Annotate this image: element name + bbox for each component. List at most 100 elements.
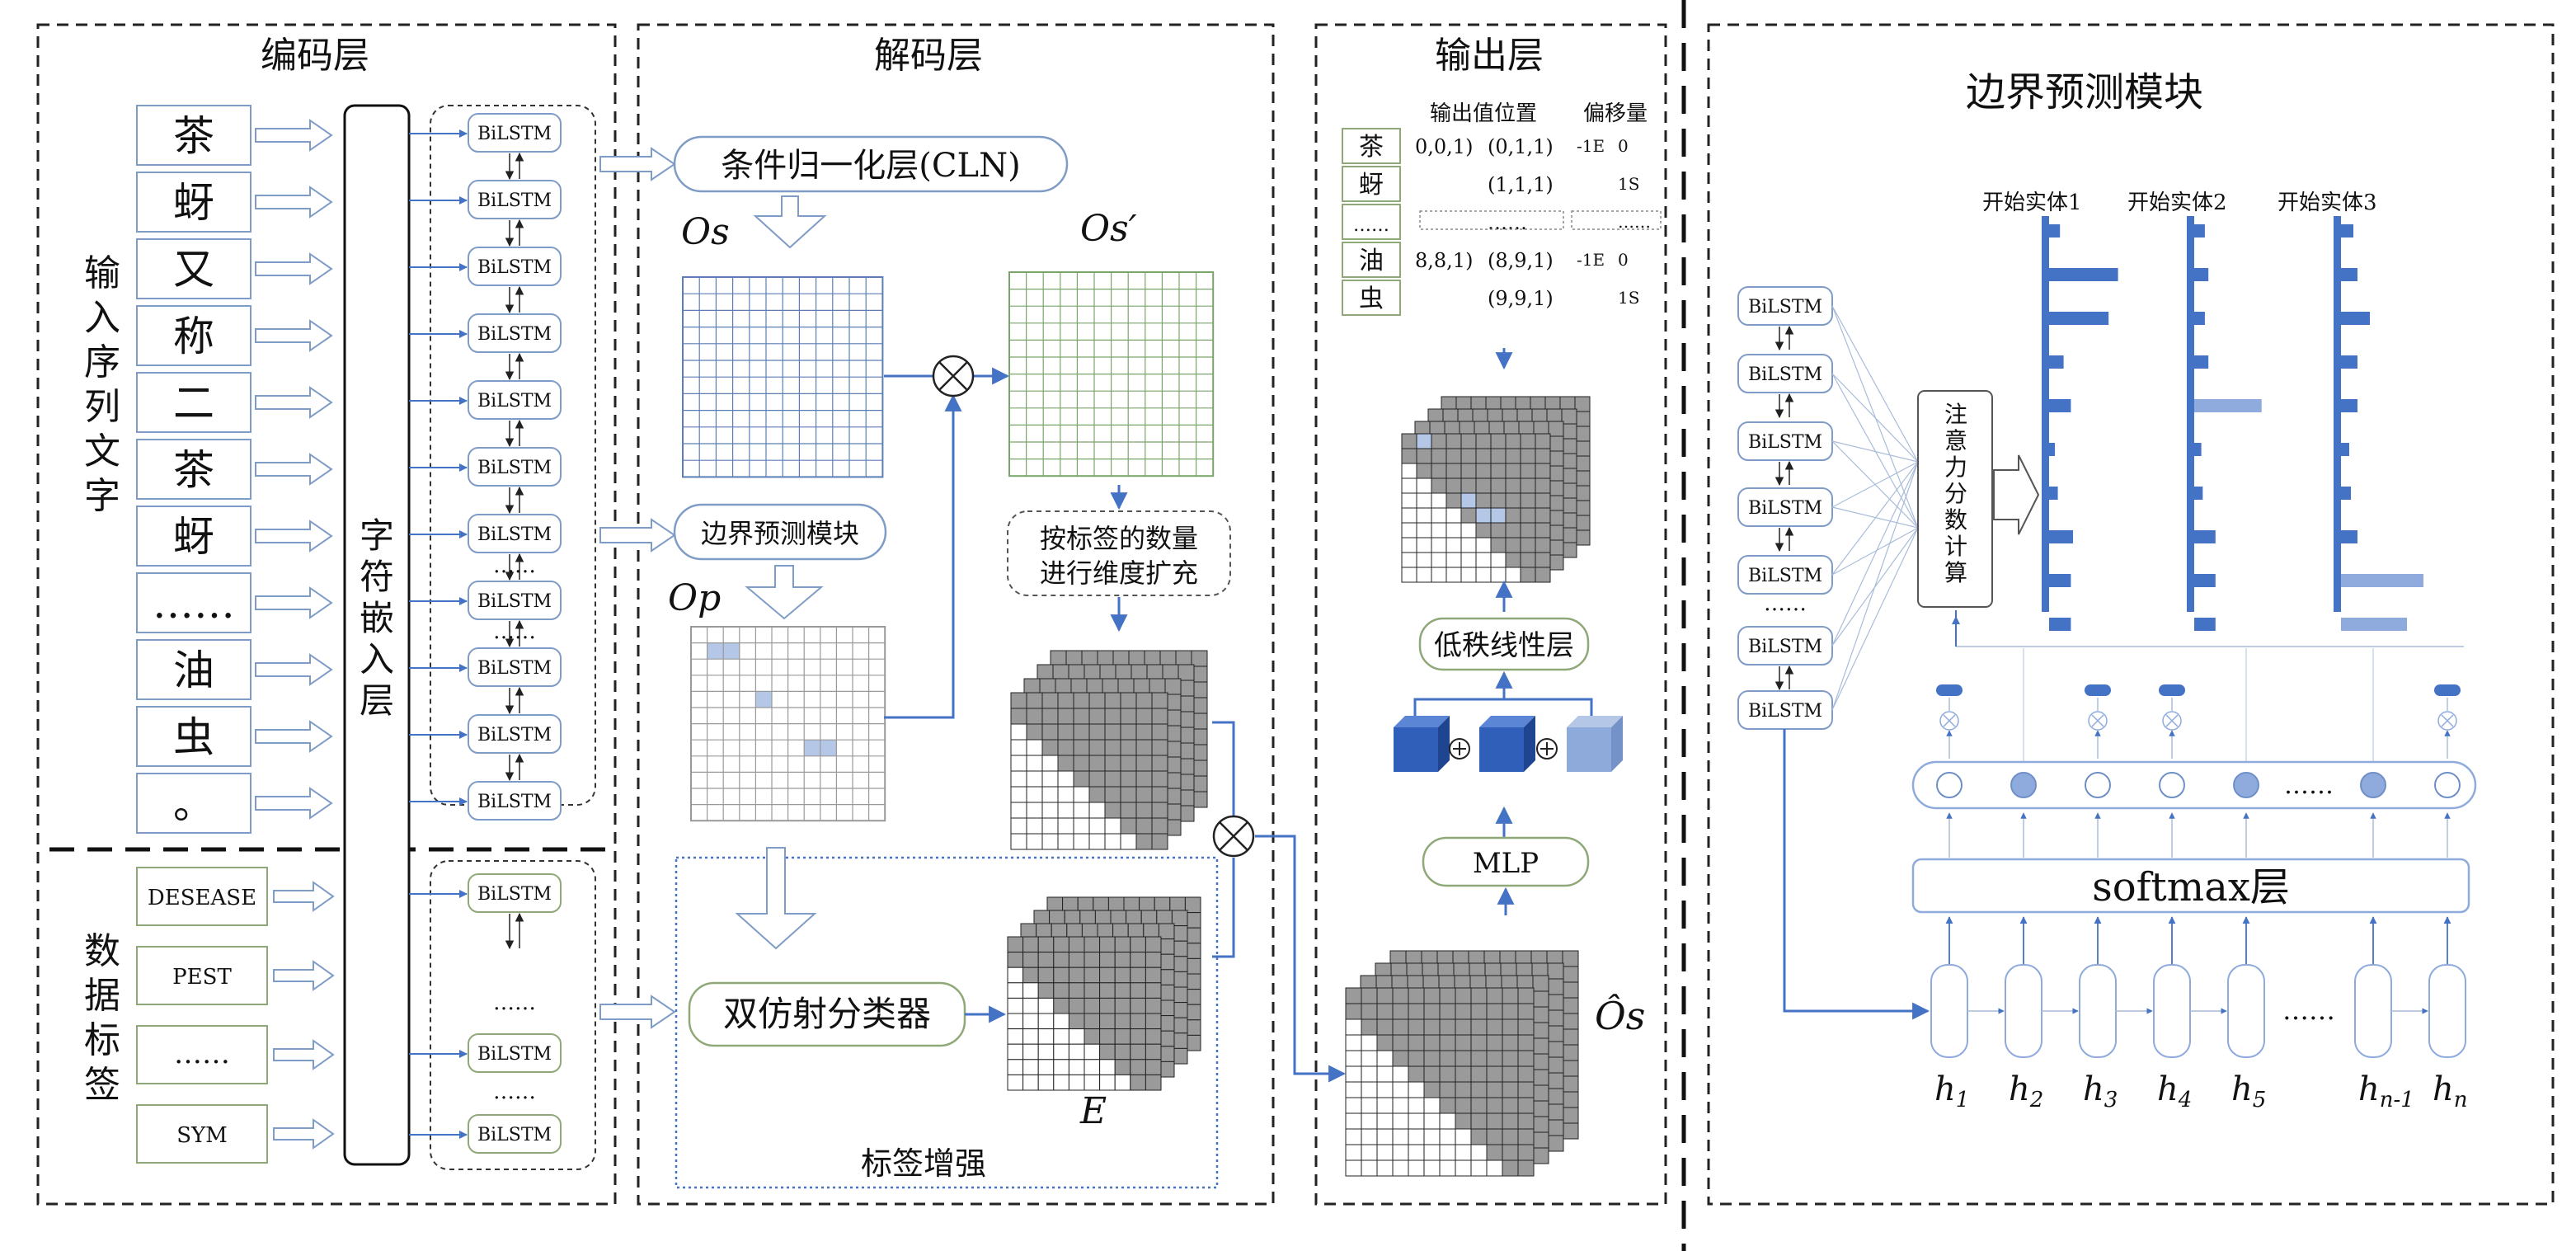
- tensor-cell: [1073, 755, 1090, 772]
- tensor-cell: [1084, 997, 1101, 1014]
- tensor-cell: [1562, 1044, 1579, 1061]
- tensor-cell: [1548, 465, 1564, 482]
- tensor-cell: [1535, 463, 1551, 479]
- tensor-cell: [1145, 997, 1162, 1014]
- tensor-cell: [1502, 1097, 1519, 1114]
- attention-bar-charts: [2042, 216, 2423, 631]
- tensor-cell: [1120, 770, 1137, 788]
- tensor-cell: [1050, 650, 1067, 667]
- tensor-cell: [1505, 477, 1521, 494]
- hidden-dots: ……: [2282, 995, 2335, 1026]
- tensor-cell: [1502, 1159, 1519, 1177]
- attention-bar: [2194, 355, 2209, 369]
- tensor-cell: [1423, 1128, 1441, 1145]
- tensor-cell: [1037, 1074, 1055, 1091]
- tensor-cell: [1416, 522, 1432, 538]
- tensor-cell: [1475, 492, 1492, 509]
- tensor-cell: [1135, 739, 1153, 756]
- tensor-cell: [1053, 1059, 1069, 1075]
- tensor-cell: [1114, 1074, 1131, 1091]
- input-label: 输入序列文字: [84, 252, 120, 517]
- hidden-state-box: [1930, 964, 1968, 1058]
- tensor-cell: [1502, 1018, 1519, 1036]
- tensor-cell: [1145, 936, 1162, 953]
- attention-bar: [2194, 487, 2203, 500]
- expand-line1: 按标签的数量: [1040, 523, 1198, 554]
- boundary-module-label: 边界预测模块: [701, 518, 859, 549]
- tensor-cell: [1517, 1003, 1535, 1020]
- encoder-panel-frame: [36, 23, 617, 1206]
- tensor-cell: [1361, 1018, 1378, 1036]
- tensor-cell: [1562, 997, 1579, 1014]
- tensor-cell: [1068, 966, 1085, 984]
- hidden-label: h1: [1934, 1070, 1969, 1112]
- low-rank-label: 低秩线性层: [1434, 629, 1574, 662]
- tensor-cell: [1520, 448, 1536, 464]
- tensor-cell: [1130, 1028, 1146, 1045]
- tensor-cell: [1151, 770, 1168, 788]
- hidden-state-box: [2079, 964, 2117, 1058]
- bilstm-label: BiLSTM: [477, 591, 552, 612]
- tensor-cell: [1532, 1147, 1549, 1164]
- attention-block-arrow: [1993, 454, 2040, 535]
- attention-bar: [2341, 268, 2357, 281]
- tensor-cell: [1041, 770, 1059, 788]
- tensor-cell: [1562, 966, 1579, 983]
- tensor-cell: [1490, 492, 1507, 509]
- tensor-cell: [1053, 936, 1069, 953]
- tensor-cell: [1345, 1112, 1362, 1130]
- tensor-cell: [1470, 987, 1488, 1004]
- tensor-cell: [1439, 1050, 1456, 1067]
- tensor-cell: [1532, 1069, 1549, 1086]
- hidden-label: h5: [2231, 1070, 2266, 1112]
- hidden-label: h3: [2083, 1070, 2118, 1112]
- tensor-cell: [1455, 1144, 1472, 1161]
- tensor-cell: [1517, 1065, 1535, 1083]
- tensor-cell: [1345, 1097, 1362, 1114]
- tensor-cell: [1007, 966, 1024, 984]
- block-arrow-enc-to-biaffine: [599, 995, 676, 1029]
- tensor-cell: [1470, 1034, 1488, 1051]
- tensor-cell: [1084, 1059, 1101, 1075]
- tensor-cell: [1130, 966, 1146, 984]
- output-cell-b: (9,9,1): [1488, 287, 1554, 310]
- tensor-cell: [1099, 1059, 1116, 1075]
- tensor-cell: [1120, 833, 1137, 850]
- os-hat-label: Ôs: [1595, 993, 1645, 1038]
- tensor-cell: [1470, 1003, 1488, 1020]
- mult-sign: [1943, 714, 1956, 727]
- tensor-cell: [1084, 664, 1101, 681]
- tensor-cell: [1416, 448, 1432, 464]
- tensor-cell: [1026, 817, 1043, 835]
- tensor-cell: [1535, 477, 1551, 494]
- block-arrow-enc-to-boundary: [599, 518, 676, 553]
- tensor-cell: [1532, 1100, 1549, 1117]
- tensor-cell: [1517, 987, 1535, 1004]
- tensor-cell: [1041, 786, 1059, 803]
- char-box: [136, 706, 251, 767]
- tensor-cell: [1561, 527, 1577, 543]
- tensor-cell: [1547, 1072, 1564, 1089]
- weight-token: [1936, 684, 1963, 696]
- char-box: [136, 172, 251, 233]
- attention-fan-lines: [1831, 305, 1919, 711]
- char-box: [136, 238, 251, 299]
- output-char: ……: [1353, 215, 1389, 236]
- attention-box: [1917, 390, 1993, 608]
- output-cell-b: (8,9,1): [1488, 249, 1554, 272]
- char-label: 。: [173, 780, 214, 828]
- tensor-cell: [1088, 786, 1106, 803]
- tensor-cell: [1023, 678, 1041, 695]
- char-box: [136, 105, 251, 166]
- tensor-cell: [1401, 567, 1417, 583]
- tensor-cell: [1486, 1081, 1503, 1098]
- tensor-cell: [1490, 537, 1507, 553]
- tensor-cell: [1490, 448, 1507, 464]
- boundary-bilstm-label: BiLSTM: [1748, 432, 1822, 453]
- tensor-cell: [1376, 1065, 1394, 1083]
- tensor-cell: [1104, 708, 1121, 725]
- tensor-cell: [1010, 817, 1027, 835]
- tensor-cell: [1145, 1043, 1162, 1061]
- tensor-cell: [1392, 1081, 1409, 1098]
